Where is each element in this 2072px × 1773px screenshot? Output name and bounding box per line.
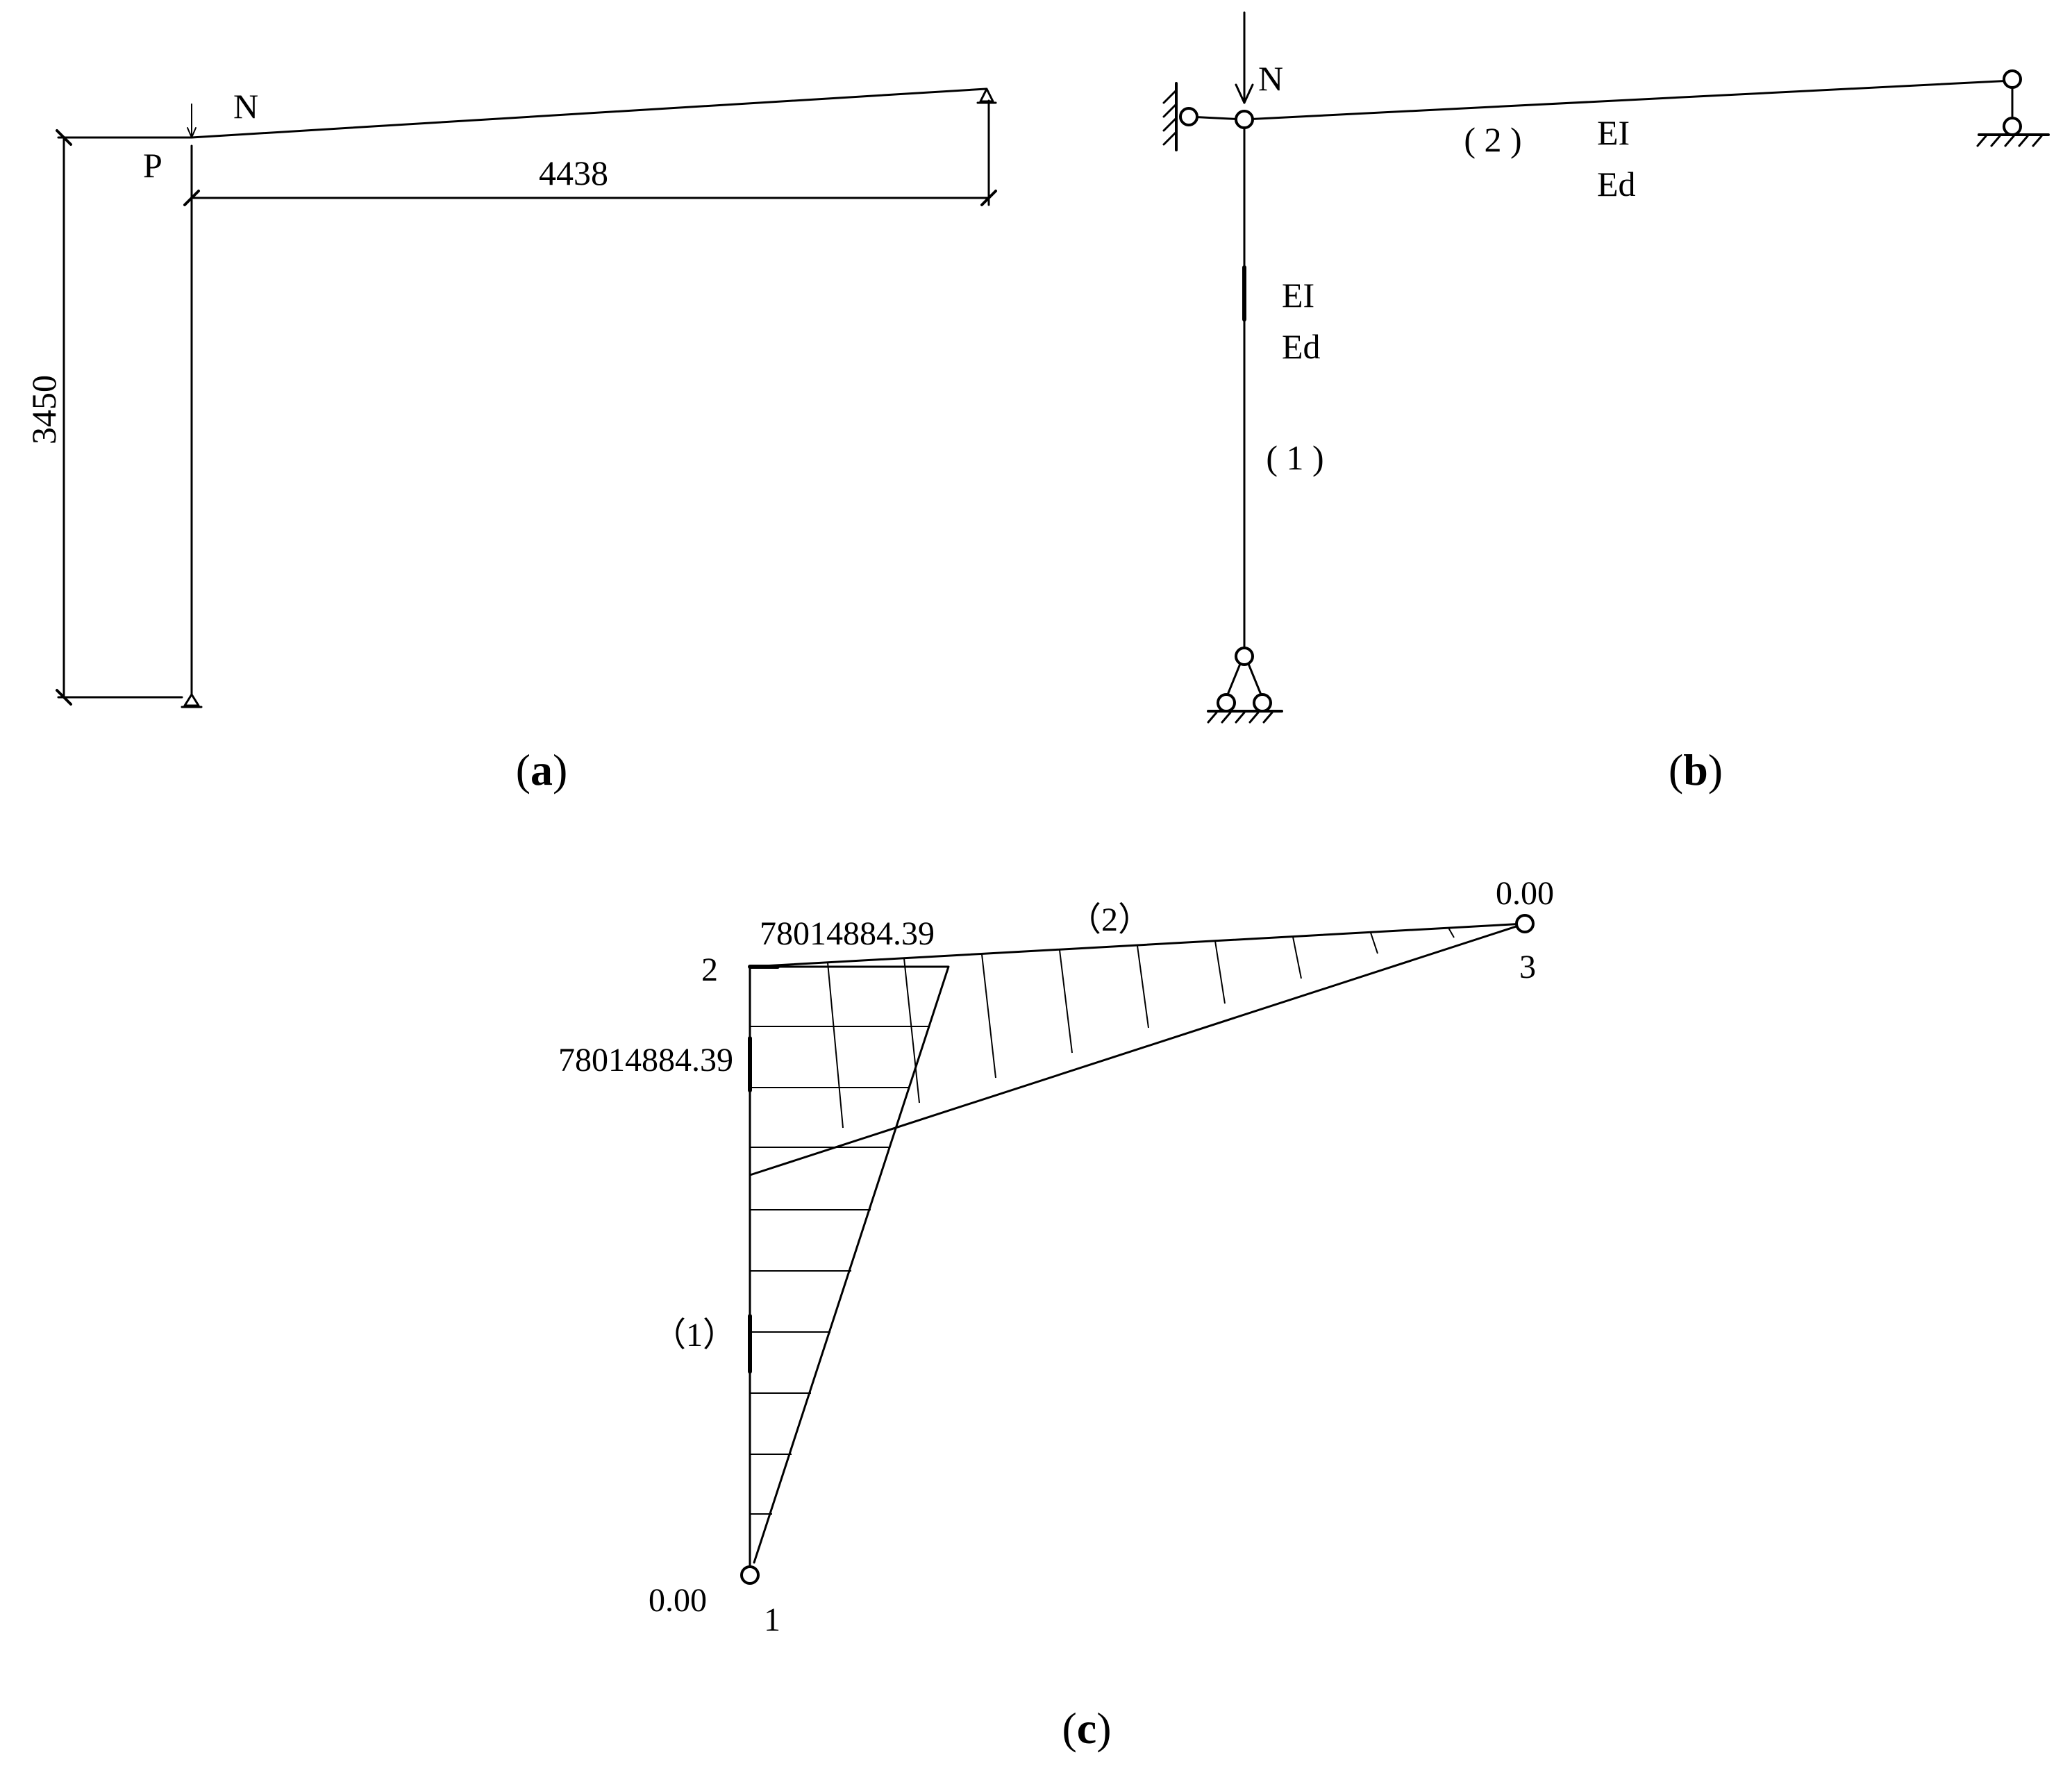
beam-Ed-label: Ed [1597,165,1636,203]
node-2-label: 2 [701,951,718,988]
dim-tick [56,129,72,146]
node-3 [1515,914,1535,933]
pin-support-bottom [1207,647,1283,724]
label-P: P [143,146,162,185]
caption-b: (b) [1669,745,1723,794]
hatch-member-2 [827,927,1455,1129]
node-3-label: 3 [1519,949,1536,985]
moment-diagram-member-2 [749,922,1526,1176]
panel-a: N P 3450 4438 (a) [24,87,997,794]
member-1-label: （1） [653,1317,736,1354]
column-Ed-label: Ed [1282,327,1321,366]
label-N: N [1258,59,1283,98]
caption-a: (a) [516,745,568,794]
dim-tick [183,190,200,206]
moment-value-node-2-column: 78014884.39 [558,1042,733,1079]
node-1-label: 1 [764,1601,780,1638]
member-1-label: ( 1 ) [1266,438,1323,477]
hinge-node [1179,107,1198,126]
roller-support-right [1976,69,2050,147]
beam-line [190,88,987,139]
caption-c: (c) [1062,1704,1111,1753]
load-arrowhead [1235,83,1254,104]
member-2-label: ( 2 ) [1464,120,1521,159]
member-2-beam [1243,79,2014,121]
dim-tick [56,689,72,706]
hinge-node [1235,110,1254,129]
member-2-label: （2） [1068,901,1151,938]
moment-value-node-1: 0.00 [649,1582,707,1619]
beam-EI-label: EI [1597,113,1630,152]
dim-label-span: 4438 [539,153,608,192]
moment-diagram-member-1 [749,965,950,1564]
moment-value-node-2-beam: 78014884.39 [760,915,935,952]
hatch-member-1 [750,1026,929,1515]
node-1 [740,1565,760,1585]
panel-c: 2 1 3 78014884.39 78014884.39 0.00 0.00 … [558,875,1554,1753]
pin-support-bottom [181,693,203,708]
panel-b: N [1162,11,2050,794]
member-2-axis [749,922,1526,968]
dim-label-height: 3450 [24,375,63,444]
column-EI-label: EI [1282,276,1314,315]
roller-support-right [976,88,997,104]
dim-tick [980,190,997,206]
label-N: N [233,87,258,126]
moment-value-node-3: 0.00 [1496,875,1554,912]
wall-support-left [1162,82,1178,151]
